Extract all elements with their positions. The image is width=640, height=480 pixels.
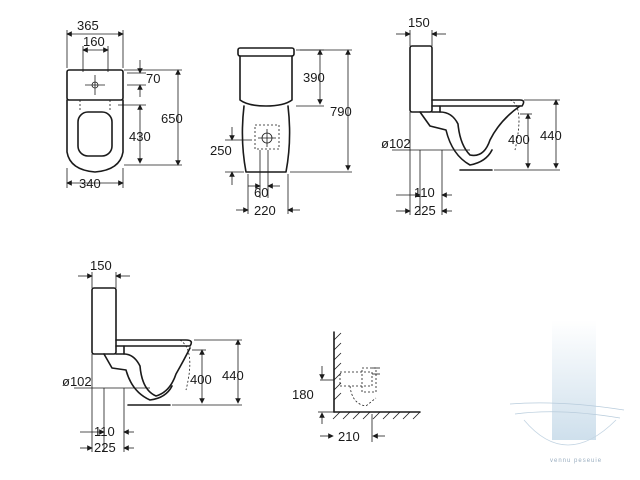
side-dim-790: 790 (330, 104, 352, 119)
side-dim-250: 250 (210, 143, 232, 158)
profile-bottom-dim-150: 150 (90, 258, 112, 273)
front-dim-365: 365 (77, 18, 99, 33)
wall-dim-180: 180 (292, 387, 314, 402)
wall-dim-210: 210 (338, 429, 360, 444)
watermark: vennu peseuie (509, 320, 625, 464)
profile-top-dim-440: 440 (540, 128, 562, 143)
profile-bottom-dim-110: 110 (94, 424, 115, 439)
side-dim-390: 390 (303, 70, 325, 85)
front-dim-70: 70 (146, 71, 160, 86)
side-dim-60: 60 (254, 185, 268, 200)
profile-bottom-dim-102: ø102 (62, 374, 92, 389)
front-dim-160: 160 (83, 34, 105, 49)
profile-view-top: 150 ø102 400 440 110 225 (381, 15, 562, 218)
profile-top-dim-110: 110 (414, 185, 435, 200)
front-view: 365 160 70 650 430 340 (66, 18, 183, 191)
profile-bottom-dim-400: 400 (190, 372, 212, 387)
front-dim-650: 650 (161, 111, 183, 126)
front-dim-340: 340 (79, 176, 101, 191)
wall-detail: 180 210 (292, 331, 421, 444)
profile-view-bottom: 150 ø102 400 440 110 225 (62, 258, 244, 455)
profile-bottom-dim-440: 440 (222, 368, 244, 383)
profile-top-dim-225: 225 (414, 203, 436, 218)
front-dim-430: 430 (129, 129, 151, 144)
watermark-text: vennu peseuie (550, 458, 602, 464)
profile-top-dim-400: 400 (508, 132, 530, 147)
side-view: 390 790 250 60 220 (210, 47, 352, 218)
profile-top-dim-102: ø102 (381, 136, 411, 151)
profile-top-dim-150: 150 (408, 15, 430, 30)
profile-bottom-dim-225: 225 (94, 440, 116, 455)
side-dim-220: 220 (254, 203, 276, 218)
